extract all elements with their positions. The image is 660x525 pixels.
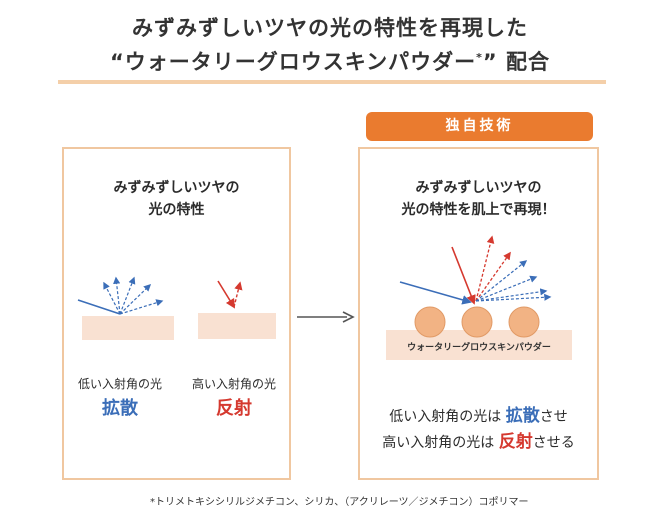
scatter-ray-1 bbox=[103, 281, 121, 315]
powder-sphere-3 bbox=[508, 306, 540, 338]
low-angle-label: 低い入射角の光 bbox=[77, 377, 162, 391]
skin-surface-middle bbox=[198, 313, 276, 339]
incident-ray-high bbox=[217, 280, 236, 309]
page-title-line1: みずみずしいツヤの光の特性を再現した bbox=[132, 16, 528, 40]
ingredient-footnote: *トリメトキシシリルジメチコン、シリカ、（アクリレーツ／ジメチコン）コポリマー bbox=[150, 497, 529, 508]
effect-line-low-emph: 拡散 bbox=[505, 406, 540, 426]
incident-ray-low-right bbox=[399, 281, 472, 305]
high-angle-reflection-diagram bbox=[198, 280, 276, 339]
left-heading-line1: みずみずしいツヤの bbox=[113, 180, 240, 196]
high-angle-label: 高い入射角の光 bbox=[191, 377, 276, 391]
scatter-ray-right-1 bbox=[475, 260, 528, 302]
effect-line-high-suffix: させる bbox=[532, 435, 575, 451]
incident-ray-high-right bbox=[451, 246, 476, 305]
diffusion-word: 拡散 bbox=[102, 398, 138, 419]
effect-line-high-prefix: 高い入射角の光は bbox=[382, 435, 499, 451]
page-title-line2: “ウォータリーグロウスキンパウダー*” 配合 bbox=[0, 46, 660, 76]
right-panel: みずみずしいツヤの 光の特性を肌上で再現！ ウォータリーグロウスキンパウダー 低… bbox=[358, 147, 599, 480]
reflected-ray-high bbox=[233, 281, 243, 308]
reflected-ray-red-2 bbox=[475, 251, 511, 302]
left-panel-heading: みずみずしいツヤの 光の特性 bbox=[64, 177, 289, 221]
scatter-ray-5 bbox=[119, 299, 164, 315]
effect-line-high-emph: 反射 bbox=[498, 432, 533, 452]
powder-light-diagram bbox=[386, 235, 572, 360]
powder-label: ウォータリーグロウスキンパウダー bbox=[407, 343, 551, 353]
title-asterisk: * bbox=[476, 51, 483, 64]
scatter-ray-right-4 bbox=[475, 293, 552, 302]
scatter-ray-3 bbox=[119, 276, 136, 315]
left-panel: みずみずしいツヤの 光の特性 低い入射角の光 拡散 高い入射角の光 反射 bbox=[62, 147, 291, 480]
effect-line-low-prefix: 低い入射角の光は bbox=[389, 409, 506, 425]
right-heading-line1: みずみずしいツヤの bbox=[415, 180, 542, 196]
scatter-ray-2 bbox=[113, 276, 121, 315]
powder-sphere-1 bbox=[414, 306, 446, 338]
reflection-word: 反射 bbox=[216, 398, 252, 419]
right-heading-line2: 光の特性を肌上で再現！ bbox=[401, 202, 556, 218]
scatter-ray-right-3 bbox=[475, 288, 548, 302]
scatter-ray-4 bbox=[119, 283, 152, 315]
effect-line-low-suffix: させ bbox=[539, 409, 568, 425]
left-heading-line2: 光の特性 bbox=[148, 202, 205, 218]
powder-sphere-2 bbox=[461, 306, 493, 338]
transition-arrow bbox=[297, 311, 355, 323]
incident-ray-low bbox=[77, 299, 121, 315]
proprietary-tech-badge: 独自技術 bbox=[366, 112, 593, 141]
effect-line-high: 高い入射角の光は 反射させる bbox=[360, 427, 597, 452]
scatter-ray-right-2 bbox=[475, 275, 538, 302]
title-suffix: ” 配合 bbox=[482, 50, 551, 74]
low-angle-diffusion-diagram bbox=[77, 276, 174, 340]
reflected-ray-red-1 bbox=[475, 235, 495, 302]
right-panel-heading: みずみずしいツヤの 光の特性を肌上で再現！ bbox=[360, 177, 597, 221]
title-product-name: “ウォータリーグロウスキンパウダー bbox=[109, 50, 477, 74]
skin-surface-left bbox=[82, 316, 174, 340]
title-underline bbox=[58, 80, 606, 84]
effect-line-low: 低い入射角の光は 拡散させ bbox=[360, 401, 597, 426]
